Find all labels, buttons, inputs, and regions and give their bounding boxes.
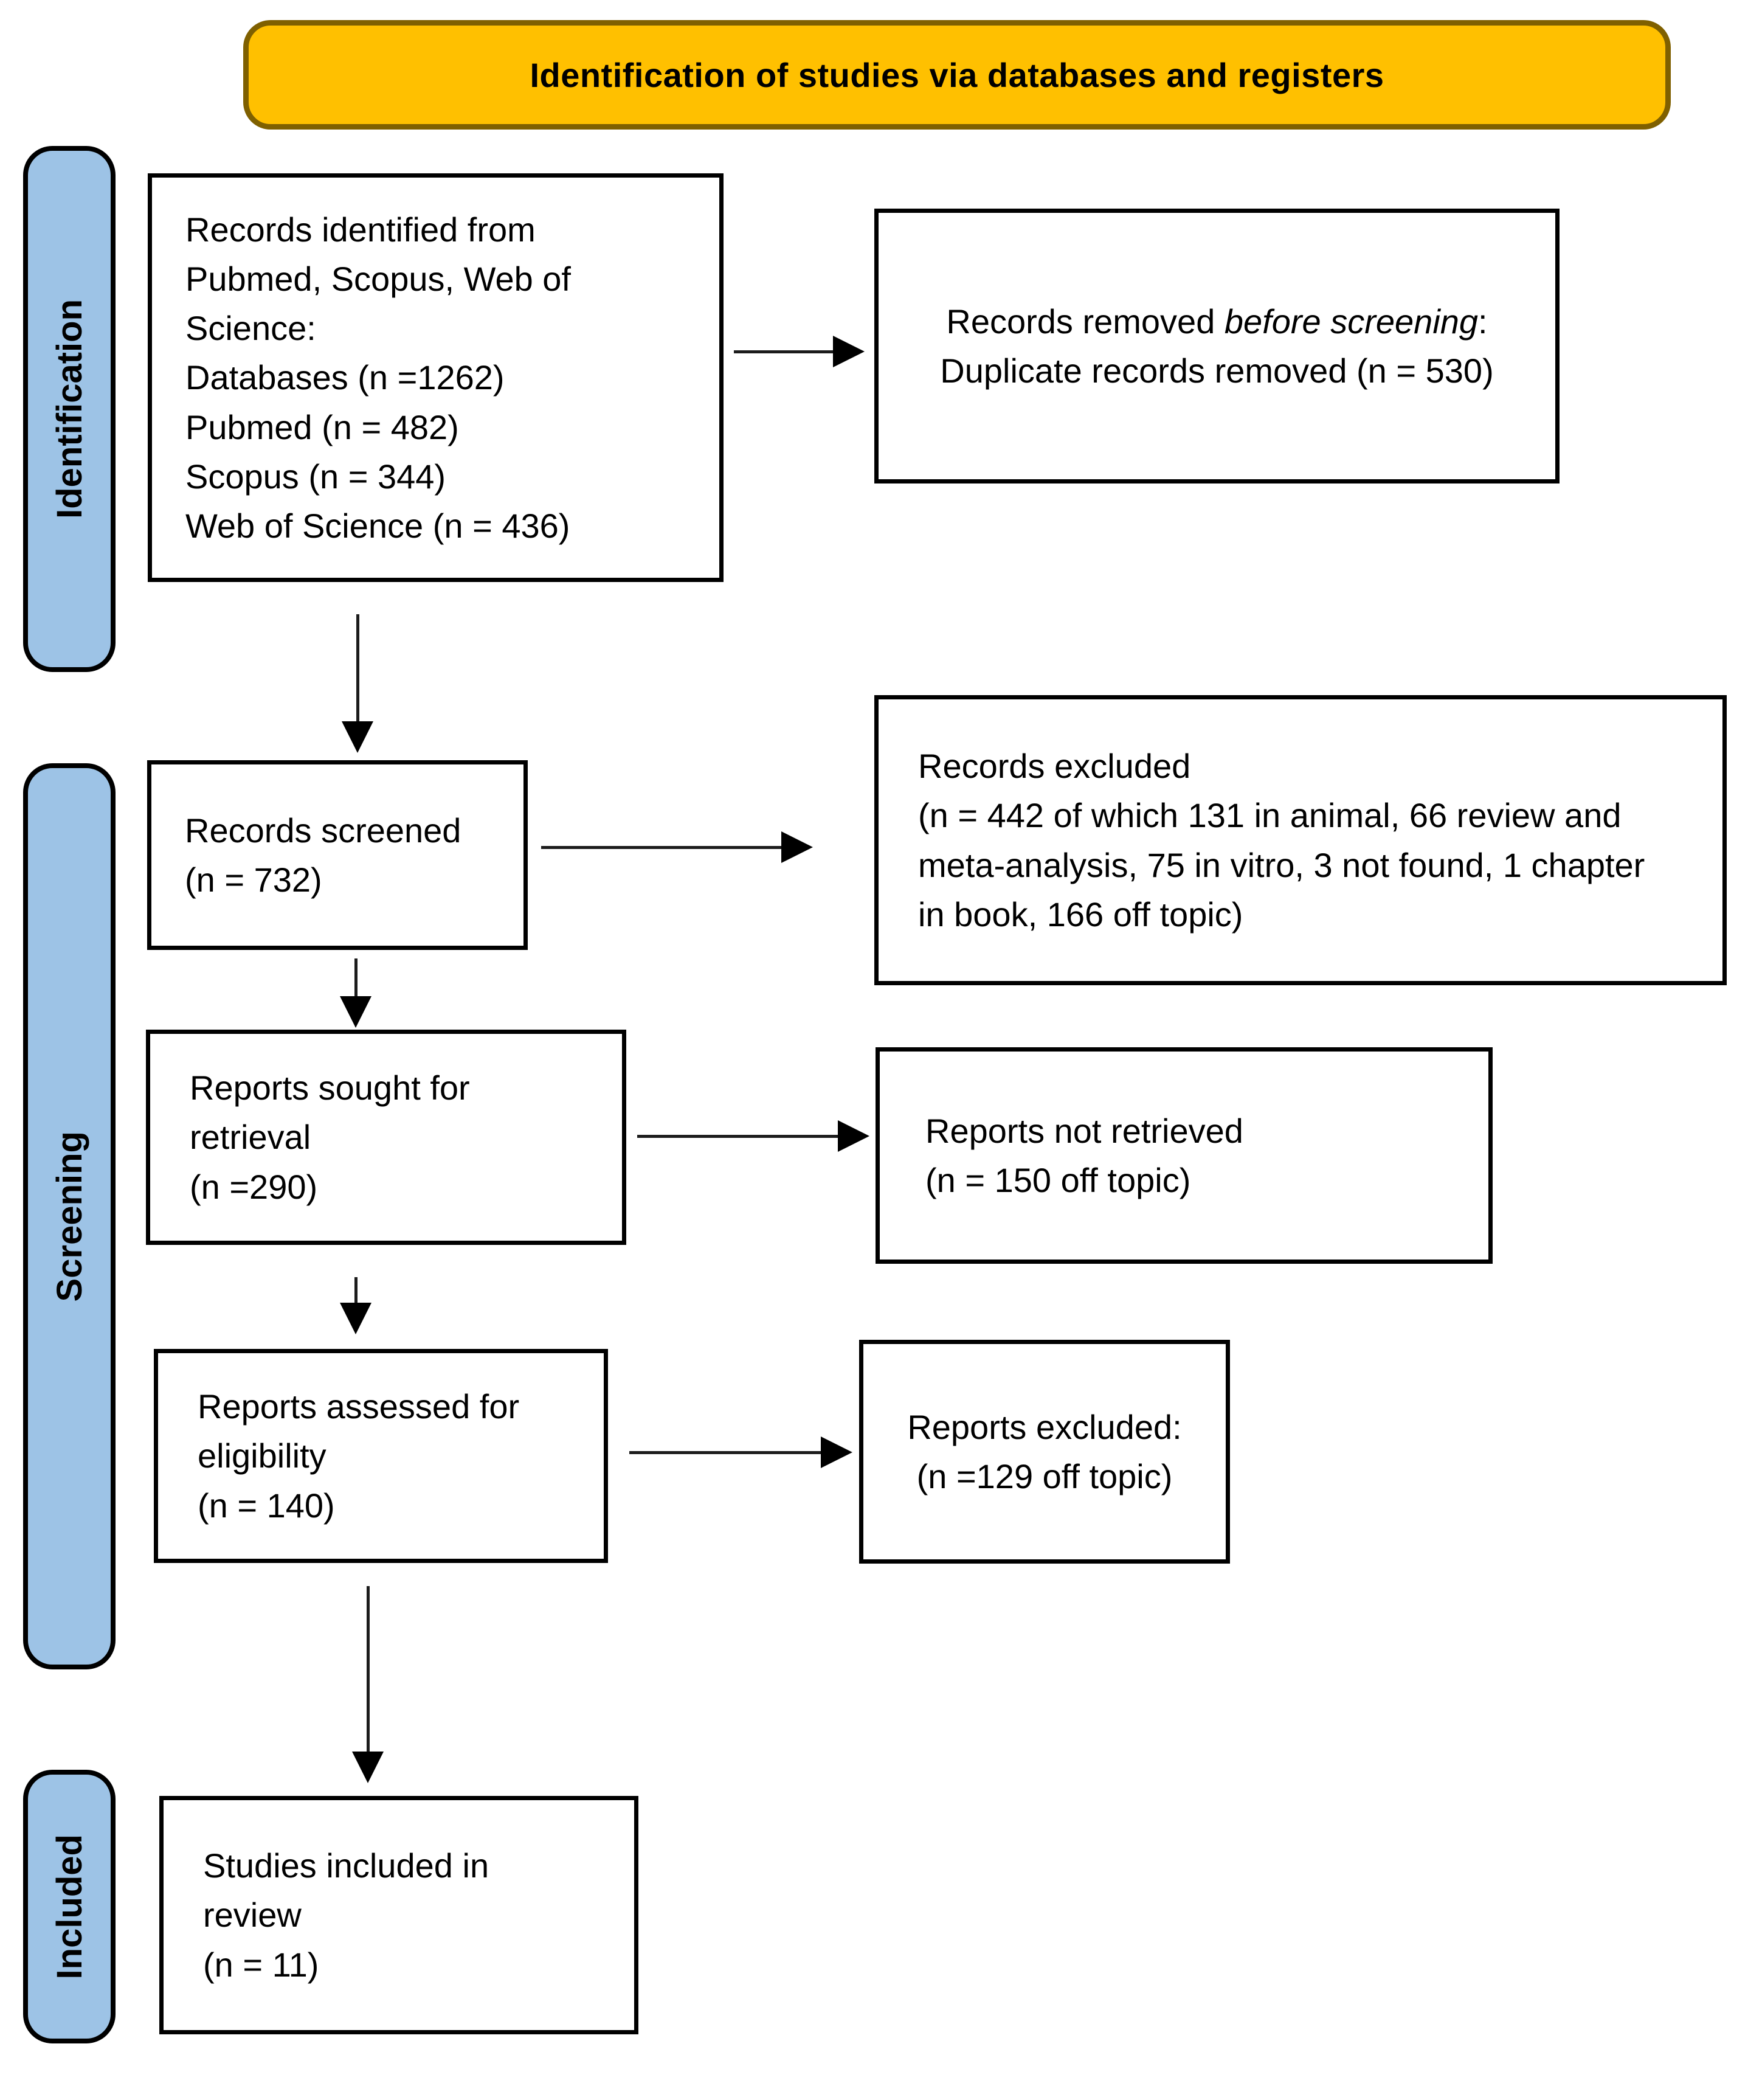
records-removed-line1-italic: before screening (1224, 302, 1479, 341)
arrow-head-down-icon (340, 996, 371, 1028)
box-text-reports-not-retrieved: Reports not retrieved (n = 150 off topic… (925, 1111, 1243, 1199)
box-studies-included: Studies included in review (n = 11) (159, 1796, 638, 2034)
arrow-head-right-icon (833, 336, 865, 367)
box-text-reports-excluded: Reports excluded: (n =129 off topic) (907, 1407, 1182, 1495)
arrow-line (354, 958, 358, 997)
records-removed-line2: Duplicate records removed (n = 530) (940, 352, 1494, 390)
stage-identification: Identification (23, 146, 116, 672)
arrow-line (734, 350, 834, 353)
box-reports-excluded: Reports excluded: (n =129 off topic) (859, 1340, 1230, 1564)
box-text-reports-sought: Reports sought for retrieval (n =290) (190, 1069, 470, 1206)
arrow-line (354, 1277, 358, 1304)
box-records-screened: Records screened (n = 732) (147, 760, 528, 950)
arrow-head-down-icon (340, 1303, 371, 1334)
arrow-line (637, 1135, 839, 1138)
stage-label-screening: Screening (49, 1131, 89, 1302)
arrow-line (629, 1451, 822, 1454)
box-text-records-screened: Records screened (n = 732) (185, 811, 461, 899)
banner-title: Identification of studies via databases … (530, 55, 1384, 94)
stage-screening: Screening (23, 763, 116, 1669)
records-removed-line1-post: : (1478, 302, 1488, 341)
arrow-head-right-icon (781, 831, 813, 863)
arrow-line (367, 1586, 370, 1753)
stage-label-included: Included (49, 1834, 89, 1980)
box-text-records-removed: Records removed before screening: Duplica… (940, 297, 1493, 395)
stage-label-identification: Identification (49, 299, 89, 519)
stage-included: Included (23, 1770, 116, 2043)
box-reports-sought: Reports sought for retrieval (n =290) (146, 1030, 626, 1245)
box-text-records-excluded: Records excluded (n = 442 of which 131 i… (918, 747, 1645, 934)
arrow-head-right-icon (821, 1436, 852, 1468)
box-text-records-identified: Records identified from Pubmed, Scopus, … (185, 210, 571, 545)
box-reports-assessed: Reports assessed for eligibility (n = 14… (154, 1349, 608, 1563)
arrow-head-right-icon (838, 1120, 869, 1152)
box-text-reports-assessed: Reports assessed for eligibility (n = 14… (198, 1387, 520, 1525)
banner: Identification of studies via databases … (243, 20, 1671, 130)
arrow-line (356, 614, 359, 723)
box-records-excluded: Records excluded (n = 442 of which 131 i… (874, 695, 1727, 985)
arrow-head-down-icon (342, 721, 373, 753)
box-records-removed: Records removed before screening: Duplica… (874, 209, 1560, 483)
arrow-head-down-icon (352, 1752, 384, 1783)
records-removed-line1-pre: Records removed (946, 302, 1225, 341)
box-reports-not-retrieved: Reports not retrieved (n = 150 off topic… (876, 1047, 1493, 1264)
box-text-studies-included: Studies included in review (n = 11) (203, 1846, 489, 1984)
box-records-identified: Records identified from Pubmed, Scopus, … (148, 173, 724, 582)
arrow-line (541, 846, 782, 849)
